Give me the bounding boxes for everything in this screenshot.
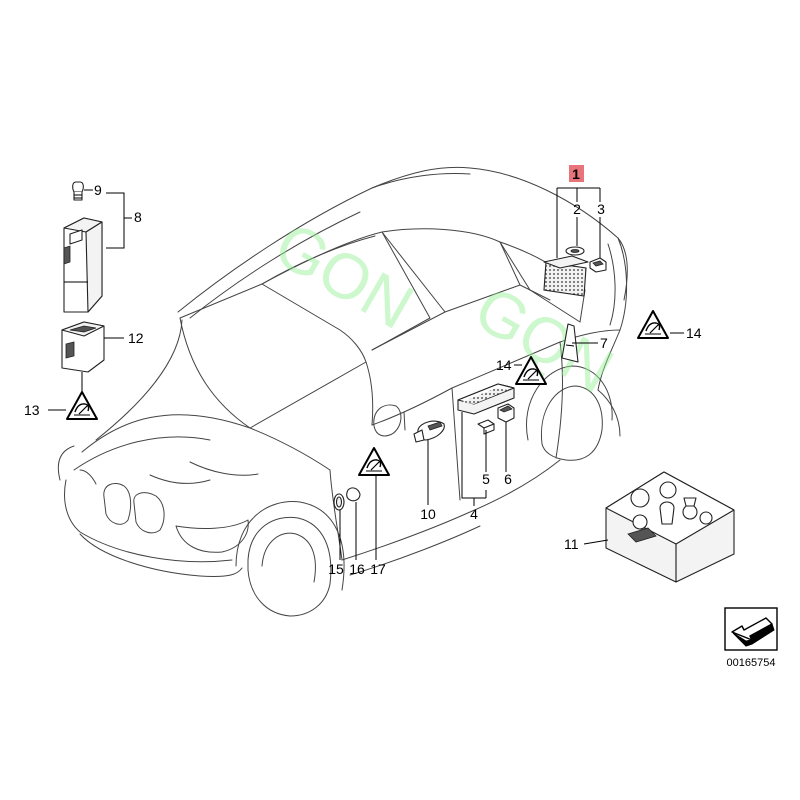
document-number: 00165754 — [727, 657, 776, 669]
car-outline — [57, 166, 628, 617]
callout-14-mid[interactable]: 14 — [496, 357, 512, 373]
callout-9[interactable]: 9 — [94, 182, 102, 198]
callout-4[interactable]: 4 — [470, 506, 478, 522]
direction-arrow-icon — [731, 617, 775, 647]
direction-box: 00165754 — [724, 607, 778, 669]
callout-15[interactable]: 15 — [328, 561, 344, 577]
part-lamp-15[interactable] — [333, 493, 345, 511]
part-holder-3[interactable] — [589, 257, 607, 273]
part-socket-6[interactable] — [497, 403, 515, 423]
part-film-7[interactable] — [561, 323, 579, 363]
callout-14-right[interactable]: 14 — [686, 325, 702, 341]
part-bulb-box-11[interactable] — [605, 471, 735, 583]
part-cap-12[interactable] — [61, 321, 105, 373]
part-bulb-2[interactable] — [565, 246, 585, 256]
warning-triangle-icon — [358, 447, 390, 476]
watermark-text-1: GON — [263, 208, 425, 343]
callout-3[interactable]: 3 — [597, 201, 605, 217]
warning-triangle-icon — [66, 391, 98, 420]
callout-labels: 1 2 3 4 5 6 7 8 9 10 11 12 13 14 14 15 1… — [24, 165, 702, 577]
callout-8[interactable]: 8 — [134, 209, 142, 225]
leader-lines — [48, 187, 684, 560]
callout-12[interactable]: 12 — [128, 330, 144, 346]
part-bulb-16[interactable] — [346, 487, 361, 502]
callout-1[interactable]: 1 — [572, 166, 580, 182]
watermark: GON GQN — [263, 208, 625, 407]
part-bulb-9[interactable] — [72, 181, 84, 201]
callout-13[interactable]: 13 — [24, 402, 40, 418]
part-lamp-8[interactable] — [63, 217, 103, 313]
callout-highlight — [569, 165, 584, 182]
callout-10[interactable]: 10 — [420, 506, 436, 522]
warning-triangle-icon — [637, 310, 669, 339]
part-lamp-4[interactable] — [457, 383, 515, 415]
callout-17[interactable]: 17 — [370, 561, 386, 577]
part-lamp-1[interactable] — [543, 255, 589, 297]
part-switch-10[interactable] — [413, 420, 445, 443]
callout-11[interactable]: 11 — [564, 536, 579, 552]
callout-7[interactable]: 7 — [600, 335, 608, 351]
callout-2[interactable]: 2 — [573, 201, 581, 217]
callout-16[interactable]: 16 — [349, 561, 365, 577]
callout-5[interactable]: 5 — [482, 471, 490, 487]
callout-6[interactable]: 6 — [504, 471, 512, 487]
